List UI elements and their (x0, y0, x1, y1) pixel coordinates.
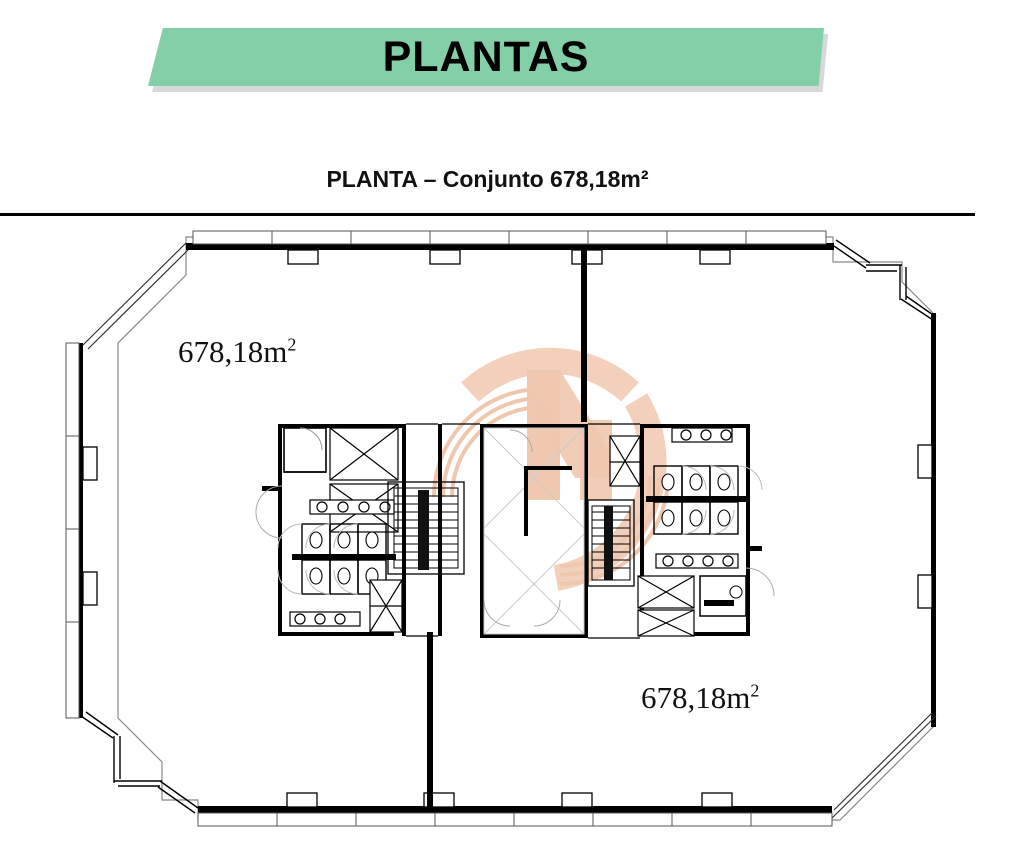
elevator-shaft-left-1 (329, 427, 399, 481)
area-value-bottom-right: 678,18m (641, 680, 751, 715)
chamfer-bottom-right (831, 712, 937, 819)
washbasins-right-lower (655, 553, 739, 569)
spur-wall-left (262, 486, 282, 491)
columns-left (82, 446, 98, 606)
shaft-right-upper (609, 435, 641, 487)
door-arc-right-lower (745, 567, 775, 597)
shaft-left-lower (369, 579, 403, 633)
area-label-top-left: 678,18m2 (178, 334, 296, 370)
elevator-shaft-right-1 (637, 575, 695, 609)
stall-divider-left (292, 554, 396, 560)
washbasins-right-upper (671, 427, 733, 443)
partition-bottom (427, 632, 433, 808)
window-band-left (65, 342, 80, 719)
toilet-fixtures-right (661, 473, 731, 527)
wall-left (78, 343, 83, 718)
area-value-top-left: 678,18m (178, 334, 288, 369)
room-left-upper (283, 427, 327, 473)
door-arcs-center (483, 429, 561, 627)
columns-bottom (286, 792, 733, 808)
door-arcs-toilets-left (277, 523, 359, 595)
core-walls (278, 424, 750, 638)
center-hall (483, 427, 585, 635)
service-core (255, 424, 775, 638)
banner-title: PLANTAS (382, 32, 590, 81)
door-arc-left-edge (255, 485, 283, 539)
header-banner: PLANTAS (0, 28, 1020, 94)
room-right-lower (699, 575, 747, 617)
columns-top (287, 249, 731, 265)
stair-stringer-right (604, 506, 613, 580)
window-band-bottom (197, 812, 833, 827)
door-arcs-toilets-right (681, 465, 763, 535)
subtitle-divider (0, 213, 975, 216)
area-exponent-bottom-right: 2 (750, 680, 760, 701)
center-hall-walls (438, 424, 572, 636)
dividing-partitions (427, 250, 587, 808)
chamfer-top-left (82, 242, 189, 350)
wall-bottom (198, 806, 832, 813)
chamfer-top-right (833, 239, 937, 321)
core-detail-lines (406, 423, 640, 639)
spur-wall-right (748, 546, 762, 551)
partition-top (581, 250, 587, 422)
chamfer-bottom-left (80, 711, 199, 814)
stall-divider-right (646, 496, 748, 502)
building-envelope (65, 230, 937, 827)
banner-background (148, 28, 824, 86)
washbasins-left-lower (289, 611, 361, 627)
plan-subtitle: PLANTA – Conjunto 678,18m² (326, 166, 649, 192)
door-arc-left-upper (299, 427, 323, 451)
toilet-fixtures-left (309, 531, 379, 585)
area-label-bottom-right: 678,18m2 (641, 680, 759, 716)
washbasins-left-upper (309, 499, 395, 515)
window-band-top (192, 230, 827, 245)
elevator-shaft-right-2 (637, 609, 695, 637)
stair-stringer-left (418, 490, 429, 570)
wall-right (931, 313, 936, 727)
wall-top (186, 243, 834, 250)
area-exponent-top-left: 2 (287, 334, 297, 355)
columns-right (917, 444, 933, 609)
